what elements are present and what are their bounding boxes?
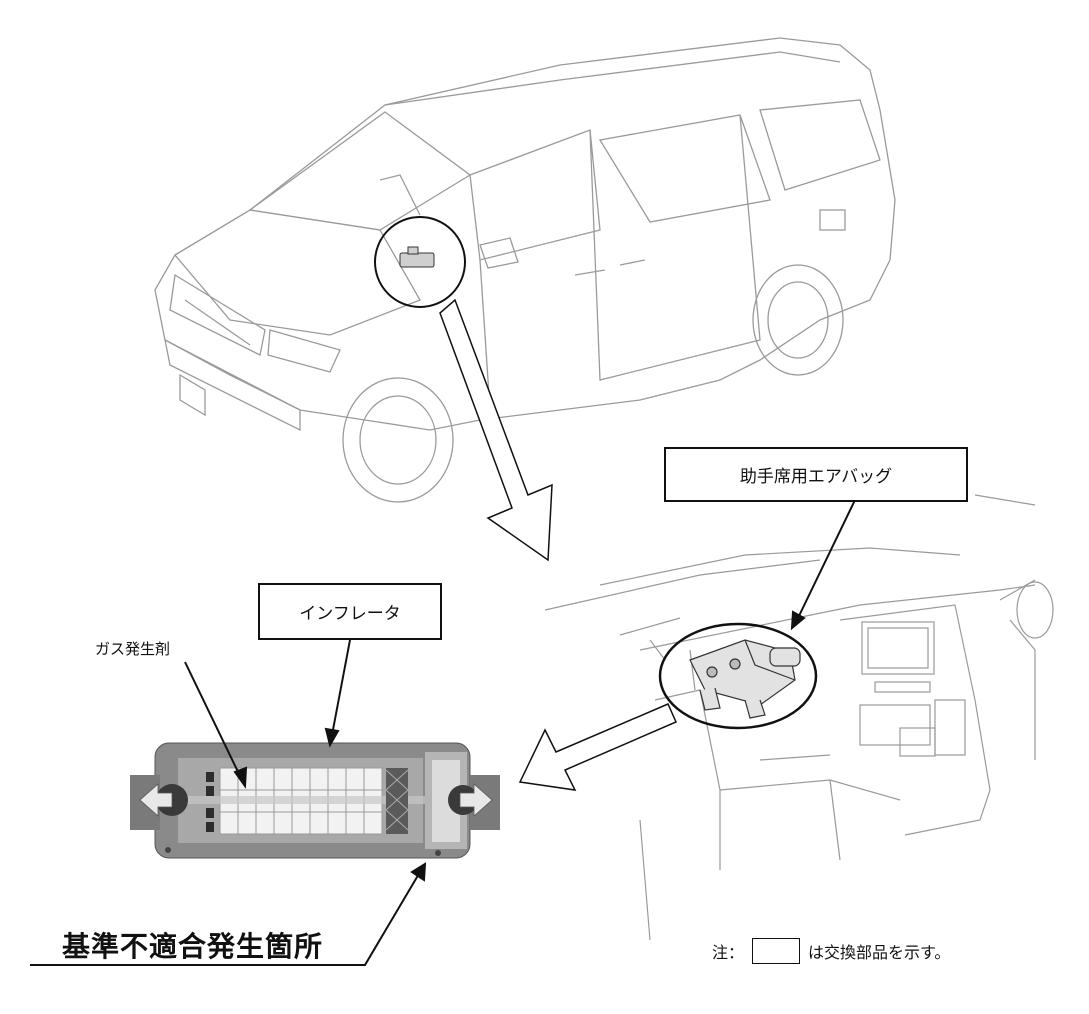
inflator-cross-section bbox=[130, 742, 500, 859]
note-prefix: 注： bbox=[712, 943, 745, 962]
airbag-label: 助手席用エアバッグ bbox=[664, 447, 968, 502]
propellant-label: ガス発生剤 bbox=[95, 640, 171, 658]
dashboard-drawing bbox=[544, 494, 1054, 941]
defect-location-label: 基準不適合発生箇所 bbox=[62, 930, 324, 963]
airbag-module-detail bbox=[658, 622, 818, 730]
airbag-label-leader bbox=[790, 499, 856, 631]
zoom-arrow-to-inflator bbox=[518, 703, 677, 791]
note: 注： は交換部品を示す。 bbox=[712, 938, 950, 964]
zoom-arrow-to-dashboard bbox=[439, 298, 553, 562]
inflator-leader bbox=[324, 639, 351, 748]
inflator-label: インフレータ bbox=[258, 583, 442, 640]
airbag-location-circle bbox=[374, 216, 466, 308]
note-text: は交換部品を示す。 bbox=[808, 943, 951, 962]
defect-location-leader bbox=[30, 862, 427, 966]
propellant-leader bbox=[184, 661, 248, 789]
note-legend-box bbox=[752, 938, 801, 964]
vehicle-drawing bbox=[154, 37, 896, 503]
